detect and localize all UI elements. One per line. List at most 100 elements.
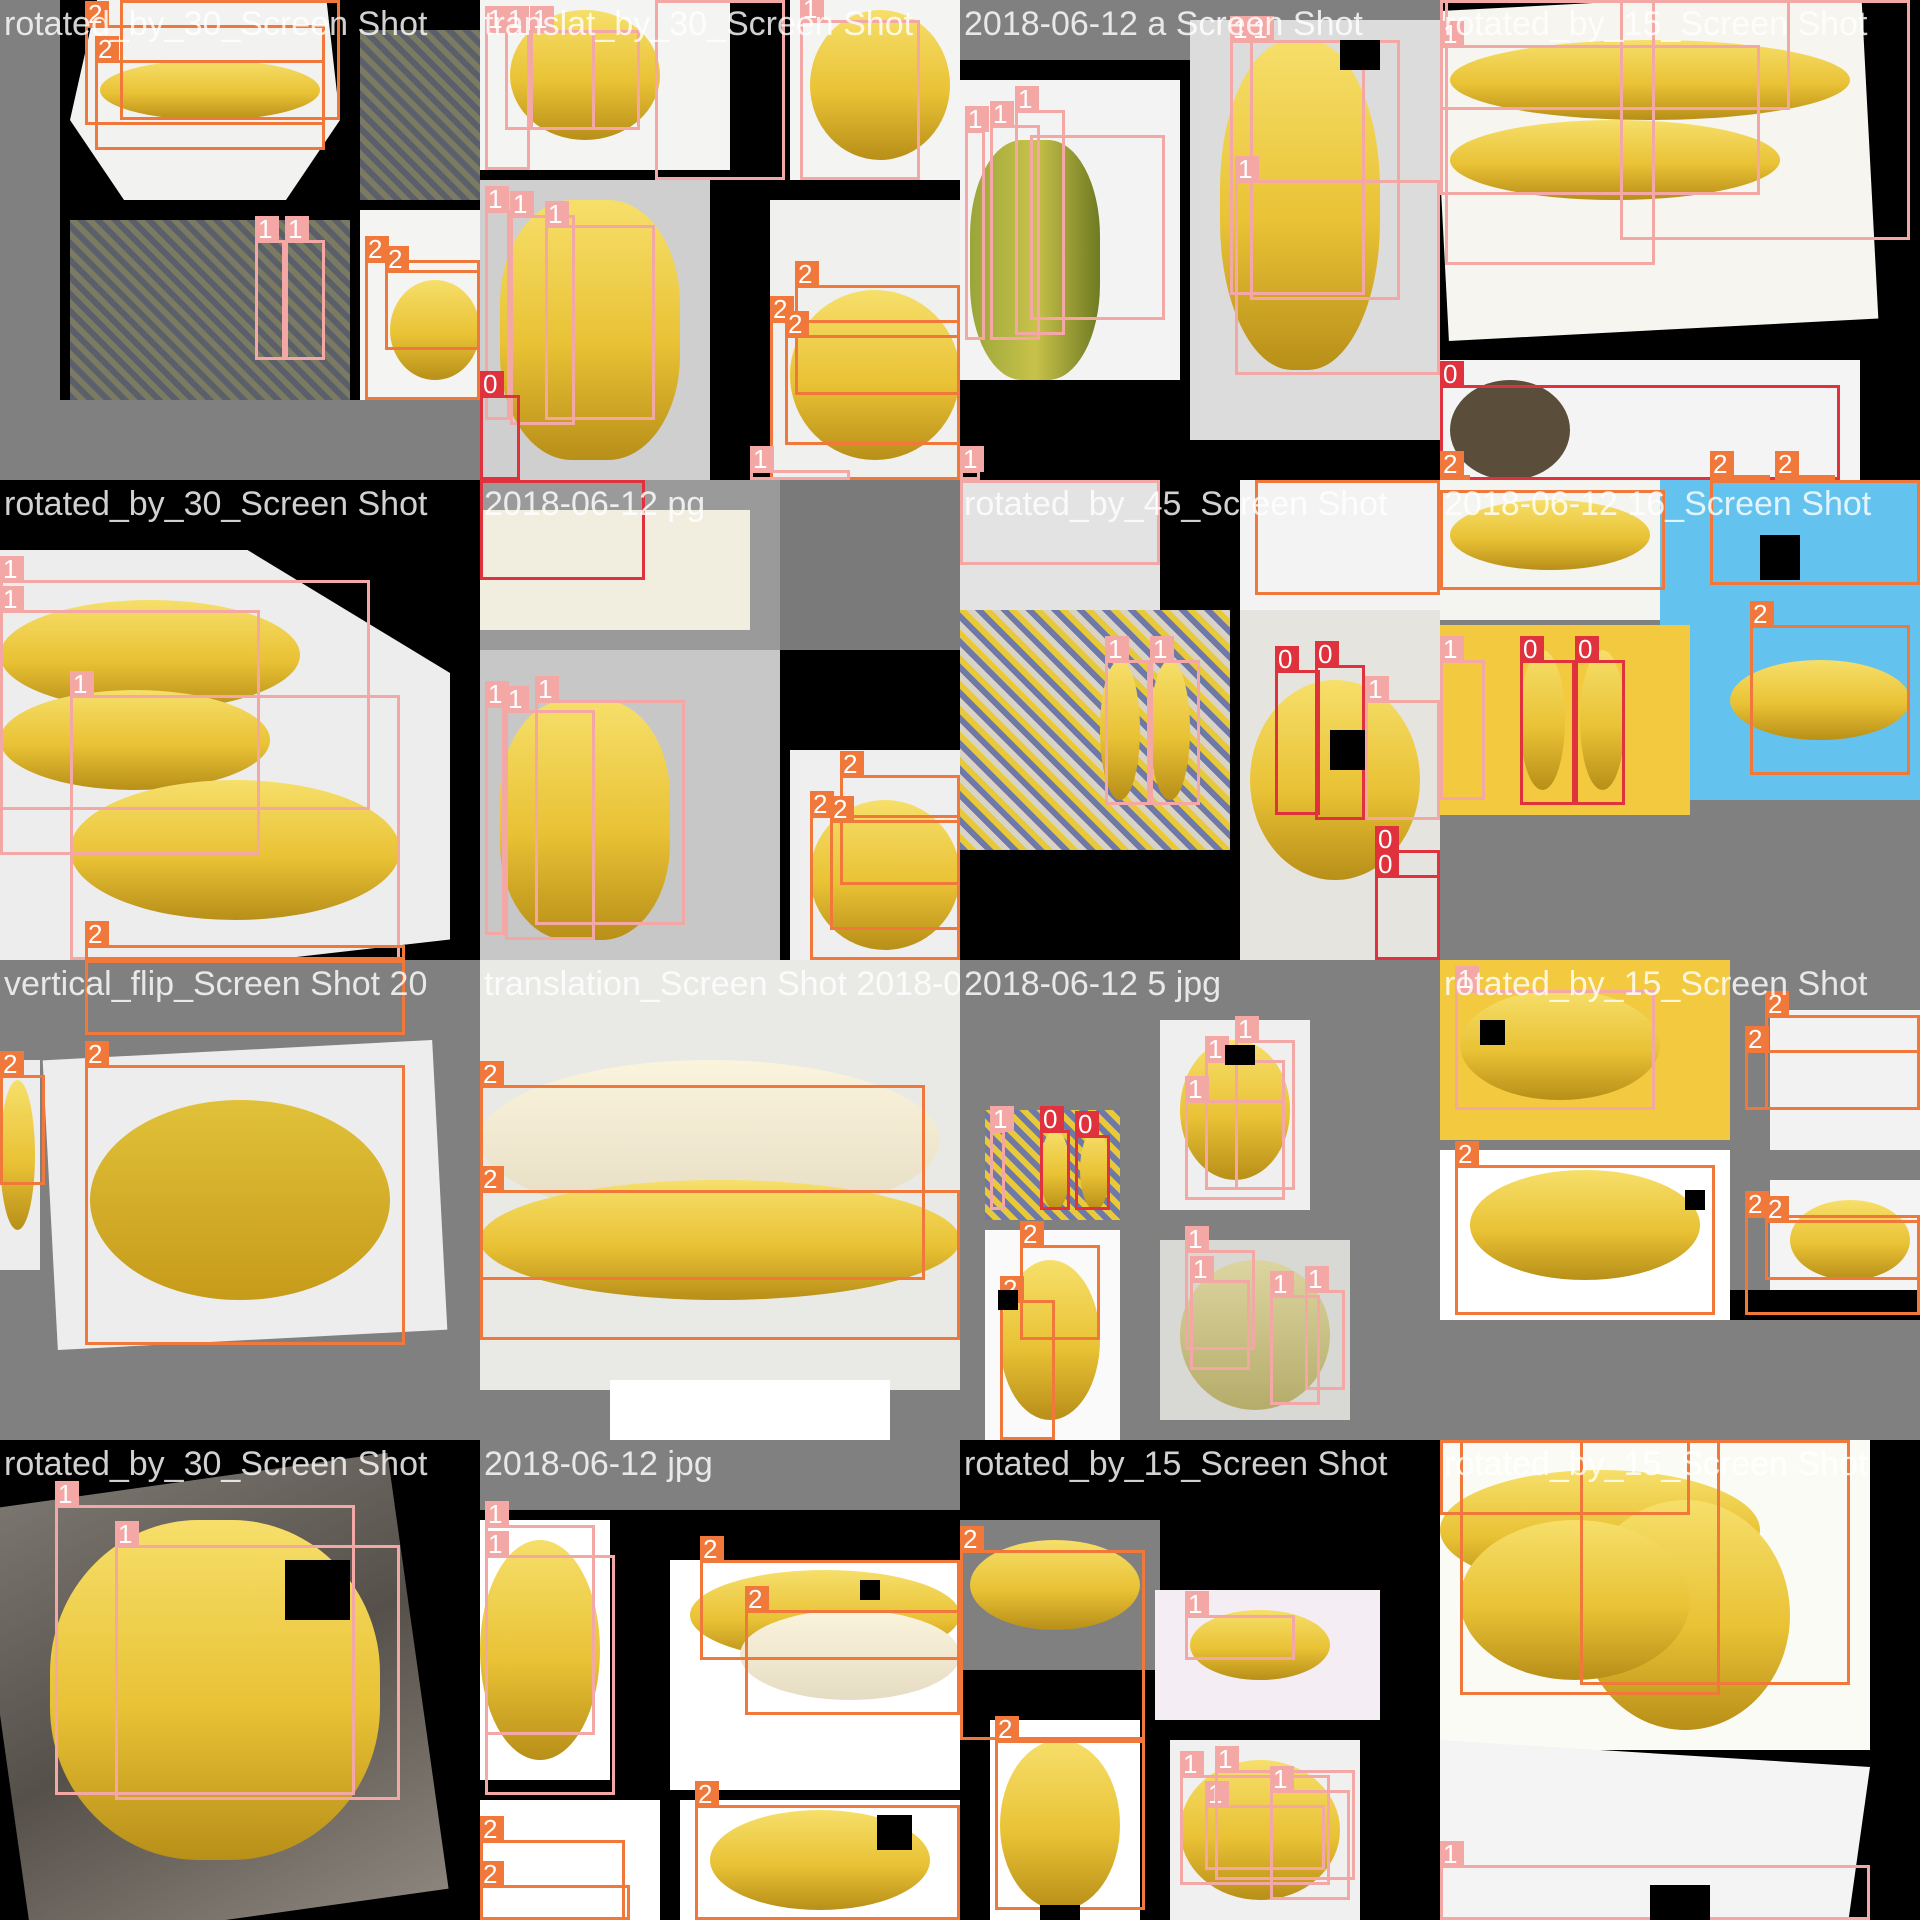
bbox-label: 1: [1185, 1591, 1209, 1617]
bbox-label: 0: [1075, 1111, 1099, 1137]
bbox-label: 1: [485, 186, 509, 212]
bbox-class-1: 1: [1150, 636, 1200, 805]
bbox-class-1: 1: [70, 671, 400, 960]
photo-yellow: [1440, 625, 1690, 815]
bbox-label: 2: [1765, 991, 1789, 1017]
bbox-label: 1: [505, 6, 529, 32]
bbox-class-1: 1: [285, 216, 325, 360]
bbox-label: 0: [1520, 636, 1544, 662]
banana: [1150, 660, 1190, 800]
bbox-label: 1: [1150, 636, 1174, 662]
bbox-label: 1: [55, 1481, 79, 1507]
bbox-class-1: 1: [545, 201, 655, 420]
bbox-label: 2: [840, 751, 864, 777]
bbox-label: 1: [285, 216, 309, 242]
bbox-class-2: 2: [830, 796, 960, 930]
bbox-class-1: 1: [1185, 1591, 1295, 1660]
bbox-class-1: 1: [1440, 0, 1790, 110]
bbox-label: 2: [995, 1716, 1019, 1742]
bbox-label: 1: [1105, 636, 1129, 662]
banana: [1460, 990, 1660, 1100]
bbox-label: 2: [1765, 1196, 1789, 1222]
bbox-class-1: 1: [1455, 966, 1655, 1110]
tablecloth-photo: [360, 30, 480, 200]
banana-bunch: [790, 290, 960, 460]
bbox-label: 1: [1305, 1266, 1329, 1292]
cutout-mask: [1650, 1885, 1710, 1920]
bbox-class-2: 2: [1580, 1440, 1850, 1685]
bbox-label: 1: [0, 586, 24, 612]
bbox-class-1: [1030, 135, 1165, 320]
bbox-label: 1: [70, 671, 94, 697]
photo-grey: [480, 1440, 960, 1510]
tile-r1c3: 2018-06-12 a Screen Shot 1 1 1 1 1 1 1: [960, 0, 1440, 480]
bbox-label: 1: [1455, 966, 1479, 992]
bbox-class-1: [960, 480, 1160, 565]
bbox-class-1: 1: [1440, 636, 1485, 800]
bbox-class-1: 1: [485, 681, 509, 935]
bbox-class-1: 1: [1250, 16, 1400, 300]
bbox-class-2: [1710, 480, 1920, 585]
bbox-class-0: 0: [1275, 646, 1320, 815]
banana: [1470, 1170, 1700, 1280]
cutout-mask: [1040, 1905, 1080, 1920]
bbox-label: 1: [1180, 1751, 1204, 1777]
banana-peeled: [1190, 1610, 1330, 1680]
bbox-label: 2: [1460, 1440, 1484, 1442]
tile-r1c2: translat_by_30_Screen Shot 1 1 1 1 1 1 1…: [480, 0, 960, 480]
bbox-label: 0: [1375, 826, 1399, 852]
banana: [1460, 1520, 1690, 1680]
cutout-mask: [1225, 1045, 1255, 1065]
banana: [0, 1080, 35, 1230]
bbox-label: 1: [1440, 1841, 1464, 1867]
bbox-class-2: 2: [995, 1716, 1145, 1910]
bbox-class-1: 1: [1305, 1266, 1345, 1390]
photo-black: [1730, 1290, 1920, 1320]
bbox-label: 2: [1710, 451, 1734, 477]
bbox-label: 1: [530, 6, 554, 32]
bbox-label: 1: [990, 101, 1014, 127]
bbox-class-1: 1: [535, 676, 685, 925]
cutout-mask: [998, 1290, 1018, 1310]
bbox-label: 1: [1365, 676, 1389, 702]
bbox-class-2: 2: [85, 921, 405, 960]
bbox-label: 2: [1440, 451, 1464, 477]
cloth-photo: [480, 510, 750, 630]
bbox-label: 2: [810, 791, 834, 817]
banana: [1520, 650, 1565, 790]
bbox-class-1: 1: [1270, 1271, 1320, 1405]
tile-r2c3: rotated_by_45_Screen Shot 1 1 0 0 1 0 0: [960, 480, 1440, 960]
bbox-label: 2: [85, 921, 109, 947]
bbox-class-2: 2: [1455, 1141, 1715, 1315]
bbox-label: 2: [1455, 1141, 1479, 1167]
bbox-class-2: 2: [480, 1861, 630, 1920]
bbox-label: 1: [800, 0, 824, 22]
bbox-label: 2: [795, 261, 819, 287]
banana: [480, 1180, 960, 1300]
bbox-label: 2: [85, 1041, 109, 1067]
bbox-class-1: 1: [115, 1521, 400, 1800]
bbox-label: 1: [115, 1521, 139, 1547]
bbox-class-1: 1: [485, 1501, 595, 1735]
banana: [1580, 650, 1625, 790]
bbox-label: 1: [990, 1106, 1014, 1132]
bbox-class-1: 1: [990, 1106, 1014, 1210]
bbox-label: 1: [1440, 21, 1464, 47]
banana: [1040, 1130, 1070, 1210]
bbox-class-1: 1: [255, 216, 285, 360]
tile-r3c4: rotated_by_15_Screen Shot 1 2 2 2 2 2: [1440, 960, 1920, 1440]
tile-r1c4: rotated_by_15_Screen Shot 1 1 1 1 0 2 2 …: [1440, 0, 1920, 480]
bbox-class-2: [85, 960, 405, 1035]
bbox-label: 2: [480, 1816, 504, 1842]
tile-r4c3: rotated_by_15_Screen Shot 2 1 2 1 1 1 1: [960, 1440, 1440, 1920]
cutout-mask: [1330, 730, 1365, 770]
bbox-label: 2: [1745, 1026, 1769, 1052]
banana: [1450, 40, 1850, 120]
banana-peel: [1450, 380, 1570, 480]
bbox-class-2: 2: [1710, 451, 1770, 480]
bbox-class-1: 1: [800, 0, 920, 180]
banana-bunch: [90, 1100, 390, 1300]
photo-white: [610, 1380, 890, 1440]
bbox-label: 1: [1015, 86, 1039, 112]
bbox-label: 2: [1775, 451, 1799, 477]
